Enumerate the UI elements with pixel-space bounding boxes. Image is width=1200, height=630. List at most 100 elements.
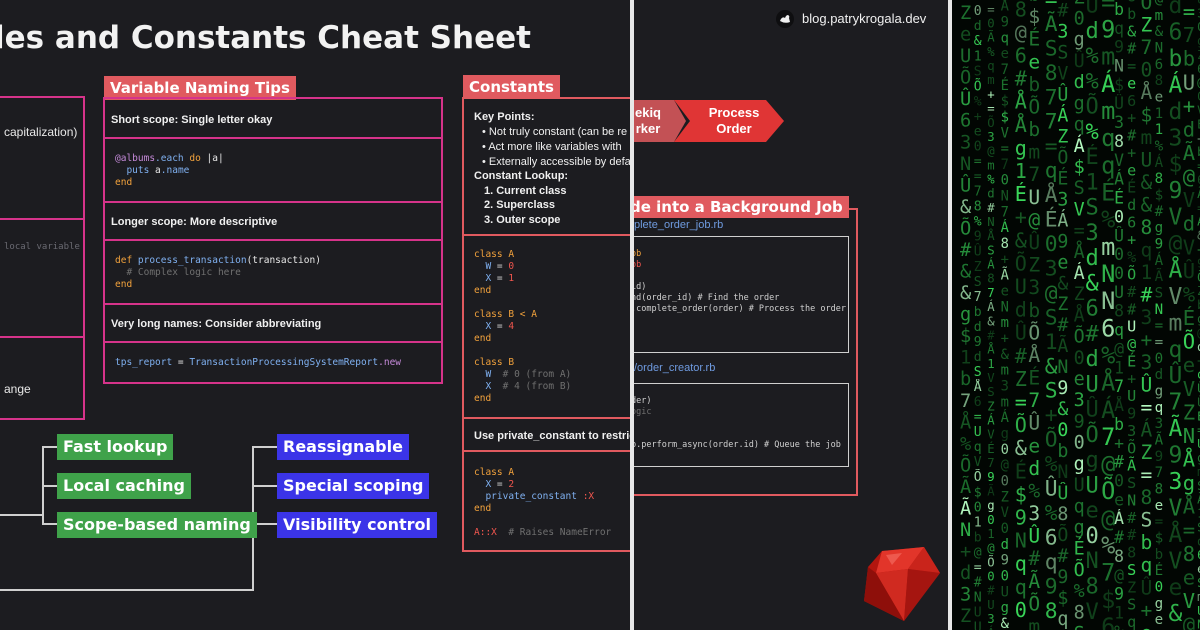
matrix-glyph: É [1028,367,1040,390]
matrix-glyph: 8 [1155,171,1164,187]
matrix-glyph: & [1057,273,1068,294]
matrix-glyph: b [1028,73,1040,96]
matrix-glyph: Á [987,257,995,272]
matrix-glyph: g [1074,30,1085,51]
matrix-glyph: % [1028,480,1040,503]
matrix-glyph: b [1028,0,1040,6]
matrix-glyph: É [1074,538,1085,560]
lookup-item: 1. Current class [484,185,567,197]
matrix-glyph: S [1086,196,1099,221]
matrix-glyph: @ [1155,0,1164,8]
matrix-glyph: 3 [1045,256,1058,281]
matrix-glyph: = [974,155,982,170]
matrix-glyph: b [960,369,971,390]
matrix-glyph: 6 [1101,613,1115,630]
matrix-glyph: S [974,275,982,290]
matrix-glyph: V [1001,505,1009,521]
matrix-glyph: Û [1141,575,1153,599]
matrix-glyph: 9 [1057,567,1068,588]
matrix-glyph: N [1001,189,1009,205]
matrix-glyph: 7 [1169,390,1183,416]
matrix-glyph: $ [1141,103,1153,126]
matrix-glyph: q [1001,30,1009,46]
naming-row-label: Longer scope: More descriptive [111,216,278,228]
matrix-glyph: m [1155,8,1164,24]
matrix-glyph: Û [1197,0,1200,6]
matrix-glyph: Z [974,260,982,275]
matrix-glyph: 0 [1197,20,1200,34]
matrix-glyph: d [974,350,982,365]
matrix-glyph: É [987,441,994,456]
matrix-glyph: U [1127,318,1136,336]
matrix-glyph: 8 [987,272,994,286]
matrix-glyph: 8 [1127,544,1136,562]
file-name: /order_creator.rb [634,362,716,374]
matrix-glyph: m [1001,315,1009,331]
tree-node-reassignable: Reassignable [277,434,409,460]
matrix-glyph: Û [1197,381,1200,396]
matrix-glyph: b [1141,531,1153,554]
matrix-glyph: 8 [1114,132,1124,151]
matrix-glyph: b [1028,118,1040,141]
brand-url: blog.patrykrogala.dev [802,11,927,26]
file-name: plete_order_job.rb [634,219,724,231]
matrix-glyph: # [1155,204,1164,220]
background-job-header: de into a Background Job [634,196,849,218]
matrix-glyph: 6 [1169,20,1183,46]
matrix-glyph: É [1015,182,1027,206]
matrix-glyph: 3 [1028,502,1040,525]
matrix-glyph: N [1101,287,1115,315]
matrix-glyph: Ã [960,475,971,498]
matrix-glyph: g [1197,34,1200,48]
matrix-glyph: # [1127,300,1137,318]
matrix-glyph: N [1057,462,1068,483]
matrix-glyph: N [960,154,971,175]
matrix-glyph: U [1114,283,1124,302]
matrix-glyph: U [960,46,971,67]
matrix-glyph: S [974,64,982,79]
matrix-glyph: Á [1057,104,1068,126]
tree-node-scope-naming: Scope-based naming [57,512,257,538]
matrix-glyph: e [960,25,971,46]
matrix-glyph: @ [1169,231,1183,257]
tree-line [0,514,44,516]
matrix-glyph: 6 [1015,44,1027,68]
matrix-glyph: e [1074,369,1085,390]
matrix-glyph: b [1114,0,1124,19]
matrix-glyph: S [1127,474,1136,492]
matrix-glyph: Á [1155,154,1164,171]
matrix-glyph: 1 [1141,261,1153,284]
matrix-glyph: = [1127,57,1136,75]
matrix-glyph: 9 [974,335,982,350]
matrix-glyph: 3 [1141,351,1153,374]
matrix-glyph: Û [1086,397,1099,423]
matrix-glyph: 8 [1155,73,1164,89]
matrix-glyph: U [1127,387,1136,405]
matrix-glyph: 0 [1114,264,1124,283]
matrix-glyph: Å [1141,81,1153,104]
matrix-glyph: V [1197,104,1200,118]
matrix-glyph: 6 [1101,314,1115,342]
matrix-glyph: 8 [974,200,982,215]
matrix-glyph: N [1155,41,1164,57]
naming-row: Very long names: Consider abbreviating [105,305,441,343]
matrix-glyph: @ [1183,165,1195,189]
matrix-glyph: e [974,0,982,4]
matrix-glyph: m [1101,233,1115,261]
matrix-glyph: @ [1045,281,1058,306]
matrix-glyph: q [1074,496,1085,517]
matrix-glyph: d [1086,19,1099,44]
matrix-glyph: S [1045,305,1058,330]
key-point: • Not truly constant (can be re [482,126,628,138]
matrix-glyph: d [1183,212,1195,236]
matrix-glyph: = [987,2,994,16]
matrix-glyph: @ [1028,208,1040,231]
matrix-glyph: 7 [960,391,971,412]
matrix-glyph: Å [1028,344,1040,367]
panel-separator [948,0,952,630]
matrix-glyph: = [1155,318,1164,334]
matrix-glyph: É [1045,207,1058,233]
code-snippet-3: tps_report = TransactionProcessingSystem… [115,357,402,368]
matrix-glyph: & [1015,436,1027,460]
matrix-glyph: % [1114,622,1124,630]
